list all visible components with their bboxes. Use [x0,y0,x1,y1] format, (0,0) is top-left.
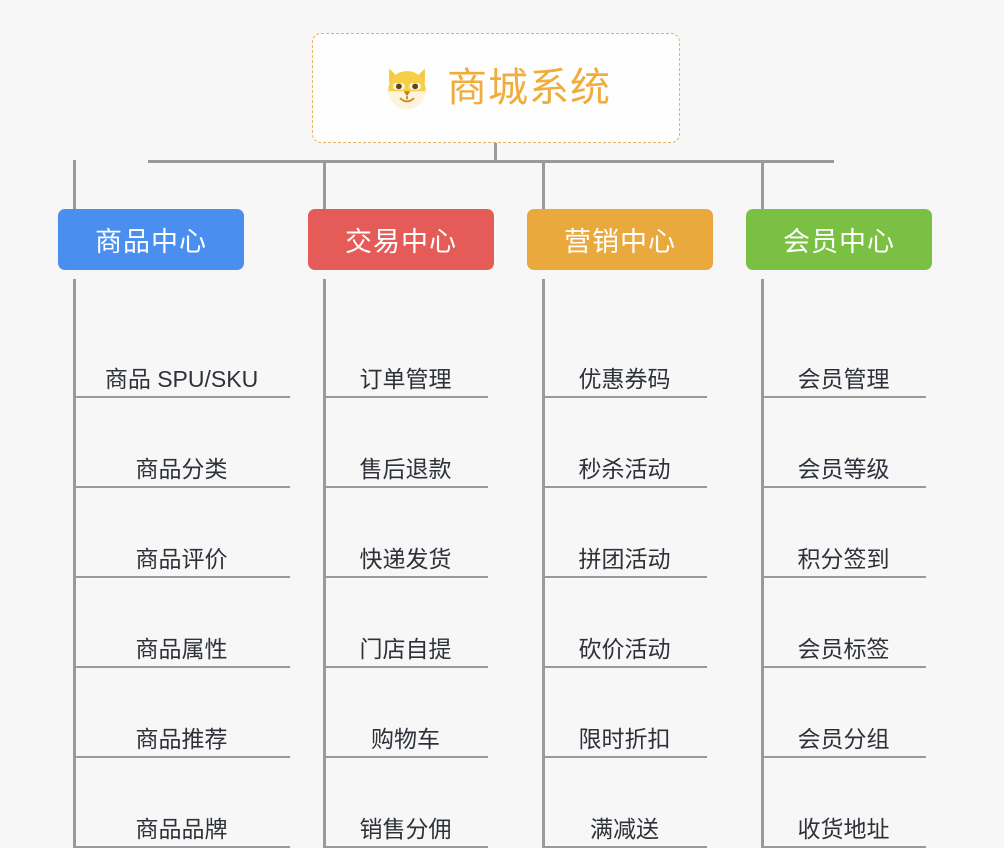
branch-drop-connector-1 [73,160,76,209]
branch-drop-connector-2 [323,160,326,209]
dog-face-icon [381,62,433,114]
column-trunk-line [73,279,76,848]
leaf-item-label: 会员等级 [797,455,890,482]
leaf-item[interactable]: 会员管理 [761,308,926,398]
leaf-item-label: 售后退款 [359,455,452,482]
leaf-item-label: 门店自提 [359,635,452,662]
category-column-2: 订单管理售后退款快递发货门店自提购物车销售分佣 [323,270,488,848]
leaf-item[interactable]: 拼团活动 [542,488,707,578]
leaf-item-label: 商品 SPU/SKU [104,365,259,392]
leaf-item-label: 满减送 [590,815,659,842]
leaf-item-label: 会员分组 [797,725,890,752]
branch-drop-connector-3 [542,160,545,209]
leaf-item-label: 商品推荐 [135,725,228,752]
leaf-item-label: 收货地址 [797,815,890,842]
column-trunk-line [761,279,764,848]
category-label: 商品中心 [95,227,207,257]
leaf-item-label: 商品评价 [135,545,228,572]
leaf-item[interactable]: 积分签到 [761,488,926,578]
leaf-item-label: 砍价活动 [578,635,671,662]
leaf-item[interactable]: 售后退款 [323,398,488,488]
leaf-item[interactable]: 限时折扣 [542,668,707,758]
category-label: 会员中心 [783,227,895,257]
category-label: 营销中心 [564,227,676,257]
horizontal-branch-bar [148,160,834,163]
leaf-item-label: 快递发货 [359,545,452,572]
category-box-3[interactable]: 营销中心 [527,209,713,270]
leaf-item[interactable]: 商品品牌 [73,758,290,848]
leaf-item-label: 积分签到 [797,545,890,572]
leaf-item[interactable]: 销售分佣 [323,758,488,848]
leaf-item-label: 拼团活动 [578,545,671,572]
category-column-4: 会员管理会员等级积分签到会员标签会员分组收货地址 [761,270,926,848]
root-stem-connector [494,143,497,161]
leaf-item[interactable]: 商品 SPU/SKU [73,308,290,398]
leaf-item[interactable]: 会员标签 [761,578,926,668]
leaf-item-label: 订单管理 [359,365,452,392]
leaf-item[interactable]: 会员分组 [761,668,926,758]
column-trunk-line [542,279,545,848]
leaf-item[interactable]: 门店自提 [323,578,488,668]
leaf-item[interactable]: 商品推荐 [73,668,290,758]
category-box-1[interactable]: 商品中心 [58,209,244,270]
leaf-item[interactable]: 会员等级 [761,398,926,488]
category-label: 交易中心 [345,227,457,257]
category-column-1: 商品 SPU/SKU 商品分类商品评价商品属性商品推荐商品品牌 [73,270,290,848]
leaf-item-label: 秒杀活动 [578,455,671,482]
leaf-item-label: 商品分类 [135,455,228,482]
leaf-item[interactable]: 秒杀活动 [542,398,707,488]
leaf-item[interactable]: 快递发货 [323,488,488,578]
leaf-item-label: 优惠券码 [578,365,671,392]
leaf-item-label: 销售分佣 [359,815,452,842]
leaf-item-label: 限时折扣 [578,725,671,752]
leaf-item[interactable]: 收货地址 [761,758,926,848]
leaf-item-label: 商品品牌 [135,815,228,842]
category-box-2[interactable]: 交易中心 [308,209,494,270]
leaf-item[interactable]: 满减送 [542,758,707,848]
leaf-item-label: 会员管理 [797,365,890,392]
category-column-3: 优惠券码秒杀活动拼团活动砍价活动限时折扣满减送 [542,270,707,848]
root-title: 商城系统 [447,66,611,110]
column-trunk-line [323,279,326,848]
leaf-item-label: 会员标签 [797,635,890,662]
leaf-item[interactable]: 商品评价 [73,488,290,578]
branch-drop-connector-4 [761,160,764,209]
category-box-4[interactable]: 会员中心 [746,209,932,270]
leaf-item[interactable]: 购物车 [323,668,488,758]
leaf-item-label: 购物车 [371,725,440,752]
leaf-item[interactable]: 商品分类 [73,398,290,488]
leaf-item-label: 商品属性 [135,635,228,662]
leaf-item[interactable]: 优惠券码 [542,308,707,398]
leaf-item[interactable]: 商品属性 [73,578,290,668]
leaf-item[interactable]: 订单管理 [323,308,488,398]
leaf-item[interactable]: 砍价活动 [542,578,707,668]
root-node[interactable]: 商城系统 [312,33,680,143]
